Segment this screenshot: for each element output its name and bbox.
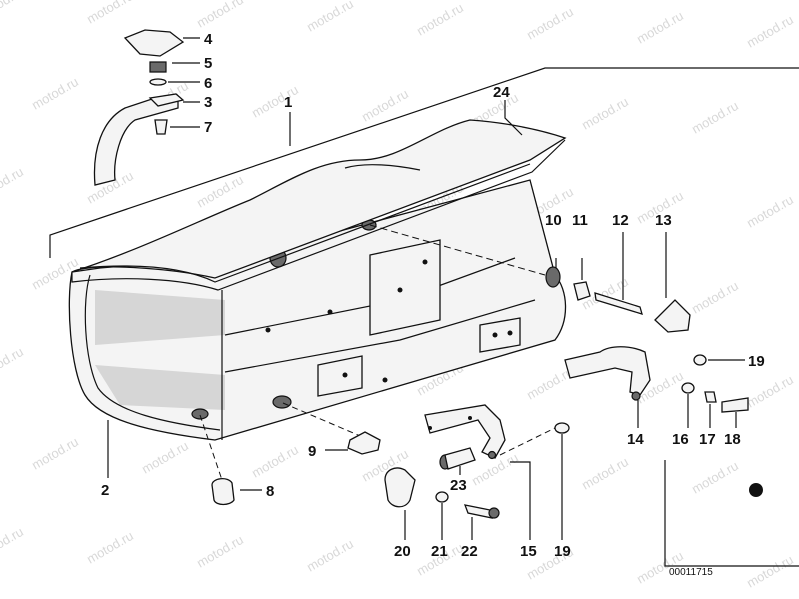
callout-3: 3 <box>204 94 212 111</box>
watermark-text: motod.ru <box>744 372 796 411</box>
watermark-text: motod.ru <box>84 528 136 567</box>
watermark-text: motod.ru <box>29 434 81 473</box>
watermark-text: motod.ru <box>0 0 26 23</box>
callout-14: 14 <box>627 431 644 448</box>
callout-17: 17 <box>699 431 716 448</box>
assembly-bracket-line <box>49 67 799 258</box>
watermark-text: motod.ru <box>0 524 26 563</box>
watermark-text: motod.ru <box>744 12 796 51</box>
watermark-text: motod.ru <box>84 0 136 27</box>
watermark-text: motod.ru <box>304 0 356 35</box>
callout-23: 23 <box>450 477 467 494</box>
watermark-text: motod.ru <box>744 552 796 591</box>
callout-10: 10 <box>545 212 562 229</box>
leader-15 <box>510 461 531 540</box>
clamp-assembly <box>384 467 500 519</box>
watermark-text: motod.ru <box>304 536 356 575</box>
grip-handle <box>93 29 185 186</box>
callout-18: 18 <box>724 431 741 448</box>
watermark-text: motod.ru <box>194 0 246 31</box>
watermark-text: motod.ru <box>359 86 411 125</box>
watermark-text: motod.ru <box>194 532 246 571</box>
drawing-number: 00011715 <box>669 567 713 578</box>
callout-21: 21 <box>431 543 448 560</box>
watermark-text: motod.ru <box>634 8 686 47</box>
watermark-text: motod.ru <box>524 4 576 43</box>
watermark-text: motod.ru <box>689 278 741 317</box>
callout-1: 1 <box>284 94 292 111</box>
watermark-text: motod.ru <box>744 192 796 231</box>
callout-12: 12 <box>612 212 629 229</box>
callout-15: 15 <box>520 543 537 560</box>
watermark-text: motod.ru <box>139 438 191 477</box>
callout-5: 5 <box>204 55 212 72</box>
knob-9 <box>282 402 381 455</box>
callout-24: 24 <box>493 84 510 101</box>
leader-24 <box>504 100 523 136</box>
right-bracket <box>564 346 749 413</box>
seat-pan <box>68 179 567 441</box>
inset-dot <box>749 483 763 497</box>
seat-cushion <box>71 119 567 291</box>
callout-19-bottom: 19 <box>554 543 571 560</box>
callout-7: 7 <box>204 119 212 136</box>
pin-23 <box>439 447 476 470</box>
callout-22: 22 <box>461 543 478 560</box>
watermark-text: motod.ru <box>414 0 466 39</box>
watermark-text: motod.ru <box>249 442 301 481</box>
callout-20: 20 <box>394 543 411 560</box>
watermark-text: motod.ru <box>249 82 301 121</box>
watermark-text: motod.ru <box>29 74 81 113</box>
watermark-text: motod.ru <box>689 458 741 497</box>
callout-4: 4 <box>204 31 213 48</box>
callout-6: 6 <box>204 75 212 92</box>
watermark-text: motod.ru <box>579 94 631 133</box>
callout-13: 13 <box>655 212 672 229</box>
left-bracket <box>424 404 570 460</box>
watermark-text: motod.ru <box>689 98 741 137</box>
inset-frame <box>664 460 799 567</box>
watermark-text: motod.ru <box>579 454 631 493</box>
axis-line-15 <box>499 427 556 456</box>
buffer-hardware <box>369 224 691 333</box>
pad-8 <box>199 414 235 506</box>
callout-11: 11 <box>572 212 588 229</box>
callout-9: 9 <box>308 443 316 460</box>
callout-8: 8 <box>266 483 274 500</box>
callout-16: 16 <box>672 431 689 448</box>
callout-19-right: 19 <box>748 353 765 370</box>
callout-2: 2 <box>101 482 109 499</box>
watermark-text: motod.ru <box>0 164 26 203</box>
watermark-text: motod.ru <box>0 344 26 383</box>
